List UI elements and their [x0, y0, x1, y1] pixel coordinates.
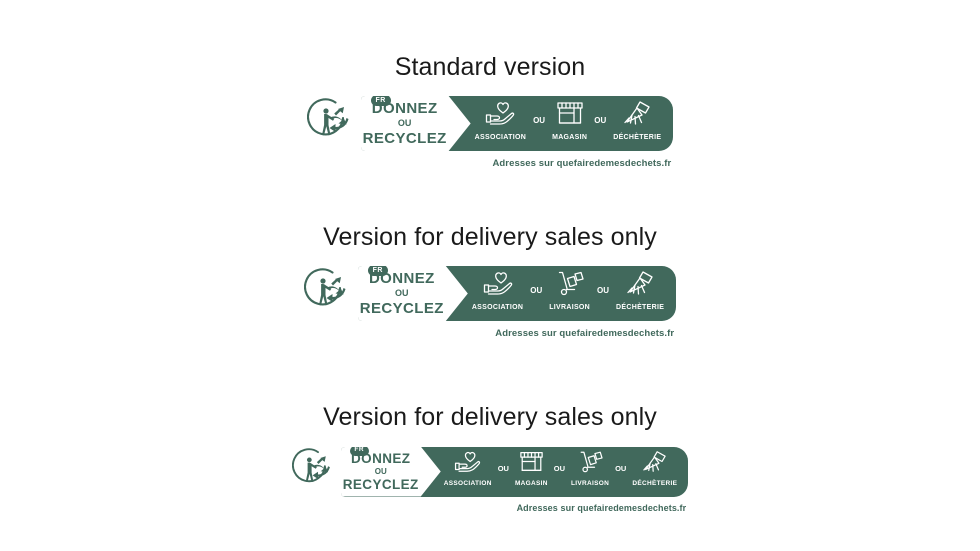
option-label: DÉCHÈTERIE	[613, 134, 662, 141]
footer-url: Adresses sur quefairedemesdechets.fr	[516, 503, 687, 513]
separator-ou: OU	[594, 115, 607, 125]
option-livraison[interactable]: LIVRAISON	[571, 447, 609, 497]
option-association[interactable]: ASSOCIATION	[472, 266, 523, 321]
option-magasin[interactable]: MAGASIN	[515, 447, 548, 497]
option-label: DÉCHÈTERIE	[632, 480, 678, 488]
badge-line-ou: OU	[397, 118, 412, 128]
badge-standard: DONNEZ OU RECYCLEZ FR	[0, 96, 980, 169]
hand-holding-heart-icon	[485, 100, 515, 131]
section-delivery-version: Version for delivery sales only	[0, 222, 980, 339]
storefront-icon	[518, 450, 545, 478]
storefront-icon	[555, 100, 585, 131]
badge-bar: DONNEZ OU RECYCLEZ FR	[340, 446, 689, 497]
option-label: ASSOCIATION	[474, 134, 527, 141]
badge-bar: DONNEZ OU RECYCLEZ FR	[357, 266, 677, 321]
option-label: ASSOCIATION	[443, 480, 492, 488]
locale-tag-fr: FR	[367, 266, 388, 276]
donnez-ou-recyclez-panel: DONNEZ OU RECYCLEZ FR	[357, 266, 468, 321]
badge-line-recyclez: RECYCLEZ	[359, 300, 444, 317]
option-label: MAGASIN	[514, 480, 548, 488]
badge-delivery: DONNEZ OU RECYCLEZ FR	[0, 266, 980, 339]
badge-line-ou: OU	[395, 288, 409, 298]
option-association[interactable]: ASSOCIATION	[475, 96, 526, 151]
section-delivery-version-full: Version for delivery sales only	[0, 402, 980, 513]
section-title: Version for delivery sales only	[323, 403, 657, 431]
locale-tag-fr: FR	[349, 446, 369, 456]
badge-line-ou: OU	[374, 466, 387, 476]
triman-recycle-icon	[306, 96, 353, 151]
option-livraison[interactable]: LIVRAISON	[549, 266, 590, 321]
option-label: MAGASIN	[552, 134, 588, 141]
separator-ou: OU	[553, 464, 565, 474]
hand-truck-delivery-icon	[555, 270, 585, 301]
option-label: ASSOCIATION	[471, 304, 524, 311]
options-list: ASSOCIATION OU	[441, 447, 689, 497]
separator-ou: OU	[615, 464, 627, 474]
options-list: ASSOCIATION OU	[471, 96, 674, 151]
footer-url: Adresses sur quefairedemesdechets.fr	[492, 158, 672, 169]
option-decheterie[interactable]: DÉCHÈTERIE	[613, 96, 661, 151]
triman-recycle-icon	[291, 446, 334, 497]
badge-line-recyclez: RECYCLEZ	[362, 130, 447, 147]
badge-bar: DONNEZ OU RECYCLEZ FR	[360, 96, 674, 151]
separator-ou: OU	[497, 464, 509, 474]
option-magasin[interactable]: MAGASIN	[552, 96, 587, 151]
separator-ou: OU	[597, 285, 610, 295]
separator-ou: OU	[530, 285, 543, 295]
option-label: LIVRAISON	[571, 480, 610, 488]
option-decheterie[interactable]: DÉCHÈTERIE	[616, 266, 664, 321]
tipping-skip-container-icon	[622, 100, 652, 131]
hand-holding-heart-icon	[454, 450, 481, 478]
hand-holding-heart-icon	[483, 270, 513, 301]
section-title: Version for delivery sales only	[323, 223, 657, 251]
option-label: LIVRAISON	[549, 304, 591, 311]
badge-delivery-full: DONNEZ OU RECYCLEZ FR	[0, 446, 980, 513]
hand-truck-delivery-icon	[577, 450, 604, 478]
option-label: DÉCHÈTERIE	[616, 304, 665, 311]
option-association[interactable]: ASSOCIATION	[444, 447, 492, 497]
donnez-ou-recyclez-panel: DONNEZ OU RECYCLEZ FR	[360, 96, 471, 151]
locale-tag-fr: FR	[370, 96, 391, 106]
option-decheterie[interactable]: DÉCHÈTERIE	[632, 447, 677, 497]
section-title: Standard version	[394, 53, 586, 81]
donnez-ou-recyclez-panel: DONNEZ OU RECYCLEZ FR	[340, 446, 441, 497]
section-standard-version: Standard version	[0, 52, 980, 169]
tipping-skip-container-icon	[641, 450, 668, 478]
separator-ou: OU	[533, 115, 546, 125]
tipping-skip-container-icon	[625, 270, 655, 301]
badge-line-recyclez: RECYCLEZ	[342, 477, 419, 492]
options-list: ASSOCIATION OU	[468, 266, 676, 321]
footer-url: Adresses sur quefairedemesdechets.fr	[495, 328, 675, 339]
triman-recycle-icon	[303, 266, 350, 321]
